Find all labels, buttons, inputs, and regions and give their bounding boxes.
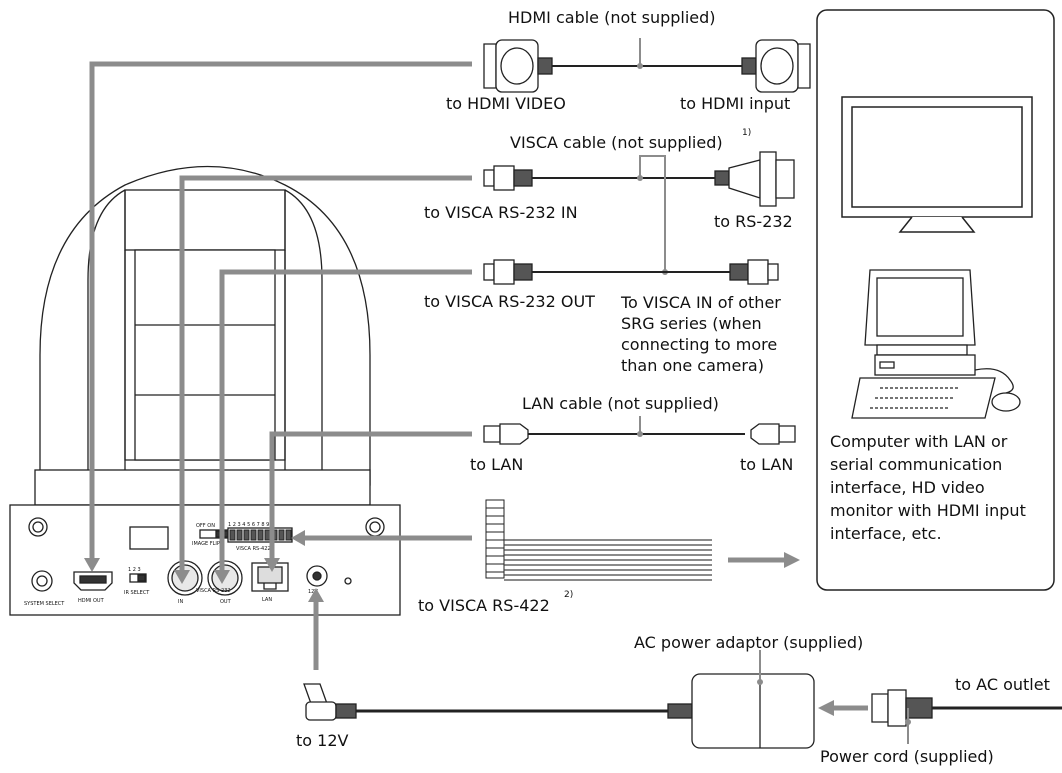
system-select-text: SYSTEM SELECT	[24, 601, 65, 607]
lan-cable	[483, 416, 796, 445]
leader-lines	[89, 61, 472, 670]
arrow-shafts	[728, 557, 868, 711]
to-ac-outlet-label: to AC outlet	[955, 675, 1050, 694]
rs232-in-text: IN	[178, 599, 183, 605]
to-12v-label: to 12V	[296, 731, 349, 750]
image-flip-text: IMAGE FLIP	[192, 541, 220, 547]
computer-illustration	[851, 269, 1021, 419]
rs422-pins-text: 1 2 3 4 5 6 7 8 9	[228, 522, 269, 528]
to-lan-right-label: to LAN	[740, 455, 794, 474]
12v-text: 12V	[308, 589, 318, 595]
visca-rs422-text: VISCA RS-422	[236, 546, 271, 552]
visca-rs232-text: VISCA RS-232	[196, 588, 231, 594]
rs422-connector	[485, 499, 712, 581]
lan-text: LAN	[262, 597, 272, 603]
lan-cable-label: LAN cable (not supplied)	[522, 394, 719, 413]
rs232-out-text: OUT	[220, 599, 232, 605]
hdmi-out-text: HDMI OUT	[78, 598, 105, 604]
visca-footnote-mark: 1)	[742, 128, 752, 138]
to-hdmi-video-label: to HDMI VIDEO	[446, 94, 566, 113]
equipment-description: Computer with LAN or serial communicatio…	[830, 432, 1026, 543]
visca-cable	[483, 151, 795, 285]
to-visca-rs232-in-label: to VISCA RS-232 IN	[424, 203, 578, 222]
ir-select-nums-text: 1 2 3	[128, 567, 141, 573]
to-visca-in-other-label: To VISCA IN of other SRG series (when co…	[621, 293, 781, 375]
visca-cable-label: VISCA cable (not supplied)	[510, 133, 723, 152]
ir-select-text: IR SELECT	[124, 590, 150, 596]
hdmi-cable	[483, 38, 811, 93]
to-visca-rs422-label: to VISCA RS-422	[418, 596, 550, 615]
arrow-heads	[84, 530, 834, 716]
power-cabling	[303, 650, 1062, 749]
camera-illustration	[9, 165, 401, 616]
off-on-text: OFF ON	[196, 523, 215, 529]
to-rs232-label: to RS-232	[714, 212, 793, 231]
to-lan-left-label: to LAN	[470, 455, 524, 474]
hd-monitor-illustration	[841, 96, 1033, 233]
to-hdmi-input-label: to HDMI input	[680, 94, 791, 113]
rs422-footnote-mark: 2)	[564, 590, 574, 600]
hdmi-cable-label: HDMI cable (not supplied)	[508, 8, 716, 27]
power-cord-label: Power cord (supplied)	[820, 747, 994, 766]
to-visca-rs232-out-label: to VISCA RS-232 OUT	[424, 292, 595, 311]
ac-adaptor-label: AC power adaptor (supplied)	[634, 633, 864, 652]
